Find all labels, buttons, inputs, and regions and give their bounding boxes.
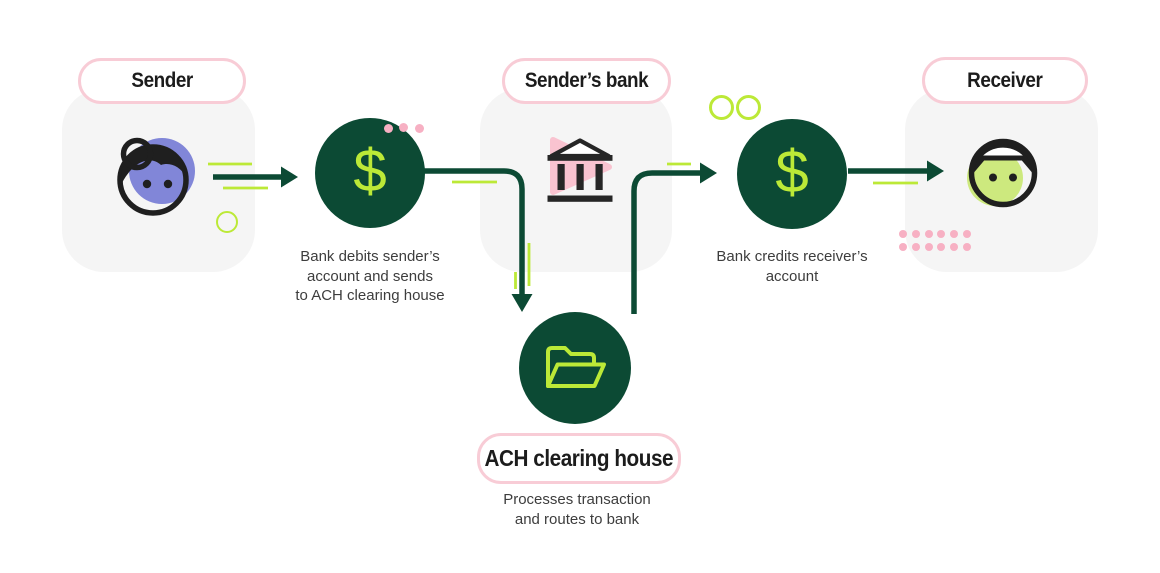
pink-dot-grid-decoration [899, 230, 971, 251]
arrow-right-icon [848, 160, 944, 185]
bank-icon [547, 137, 613, 202]
senders-bank-label-pill: Sender’s bank [502, 58, 671, 104]
bank-credit-node: $ [737, 119, 847, 229]
ach-label-pill: ACH clearing house [477, 433, 681, 484]
debit-caption: Bank debits sender’s account and sends t… [255, 247, 485, 306]
caption-line: account and sends [307, 267, 433, 285]
receiver-person-icon [967, 138, 1038, 208]
ach-caption: Processes transaction and routes to bank [462, 490, 692, 529]
pink-dot-decoration [415, 124, 424, 133]
ach-label: ACH clearing house [484, 445, 674, 471]
credit-caption: Bank credits receiver’s account [677, 247, 907, 286]
arrow-down-icon [424, 168, 533, 312]
lime-ring-decoration [216, 211, 238, 233]
caption-line: Bank credits receiver’s [716, 248, 868, 265]
lime-ring-decoration [736, 95, 761, 120]
lime-ring-decoration [709, 95, 734, 120]
receiver-label: Receiver [967, 68, 1043, 92]
sender-label: Sender [131, 69, 193, 92]
pink-dot-decoration [384, 124, 393, 133]
receiver-label-pill: Receiver [922, 57, 1088, 104]
dollar-sign-icon: $ [353, 137, 387, 204]
caption-line: Processes transaction [503, 491, 651, 508]
senders-bank-label: Sender’s bank [524, 69, 649, 92]
caption-line: and routes to bank [514, 510, 640, 528]
arrow-up-right-icon [631, 162, 717, 314]
caption-line: Bank debits sender’s [300, 248, 440, 265]
caption-line: account [765, 267, 819, 285]
caption-line: to ACH clearing house [295, 287, 445, 304]
pink-dot-decoration [399, 123, 408, 132]
open-folder-icon [546, 346, 606, 388]
dollar-sign-icon: $ [775, 138, 809, 205]
sender-label-pill: Sender [78, 58, 246, 104]
bank-debit-node: $ [315, 118, 425, 228]
sender-person-icon [117, 137, 195, 216]
ach-clearing-house-node [519, 312, 631, 424]
arrow-right-icon [208, 162, 298, 190]
